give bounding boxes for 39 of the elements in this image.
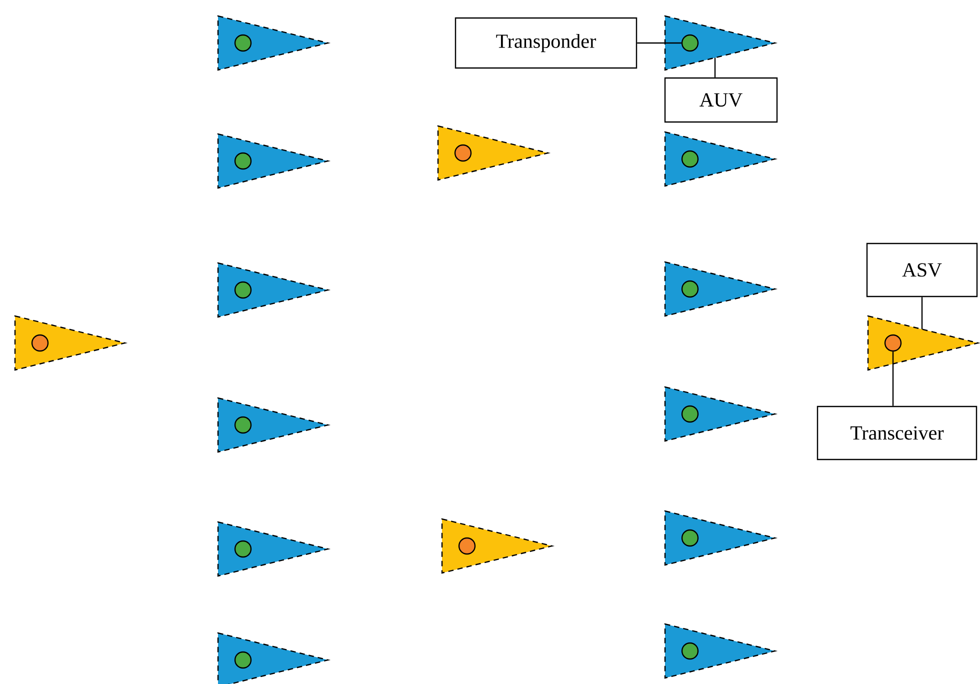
vehicle-triangle [217,521,331,577]
vehicle-triangle [867,315,980,371]
leader-line [714,58,716,78]
device-dot [458,537,476,555]
vehicle-triangle [217,632,331,684]
device-dot [681,34,699,52]
device-dot [681,529,699,547]
label-box: Transceiver [816,406,978,460]
vehicle-triangle [441,518,555,574]
vehicle-triangle [664,623,778,679]
vehicle-triangle [664,131,778,187]
device-dot [234,416,252,434]
label-box: Transponder [454,17,638,69]
vehicle-triangle [217,15,331,71]
label-box: ASV [866,242,978,298]
device-dot [234,34,252,52]
device-dot [234,540,252,558]
vehicle-triangle [217,397,331,453]
vehicle-triangle [664,386,778,442]
device-dot [234,281,252,299]
vehicle-triangle [217,262,331,318]
device-dot [681,280,699,298]
label-box: AUV [664,77,778,123]
device-dot [681,150,699,168]
device-dot [681,405,699,423]
vehicle-triangle [664,15,778,71]
device-dot [454,144,472,162]
vehicle-triangle [664,510,778,566]
device-dot [884,334,902,352]
device-dot [681,642,699,660]
device-dot [234,152,252,170]
leader-line [921,297,923,330]
vehicle-triangle [664,261,778,317]
device-dot [234,651,252,669]
vehicle-triangle [217,133,331,189]
vehicle-triangle [437,125,551,181]
device-dot [31,334,49,352]
leader-line [637,42,682,44]
vehicle-triangle [14,315,128,371]
